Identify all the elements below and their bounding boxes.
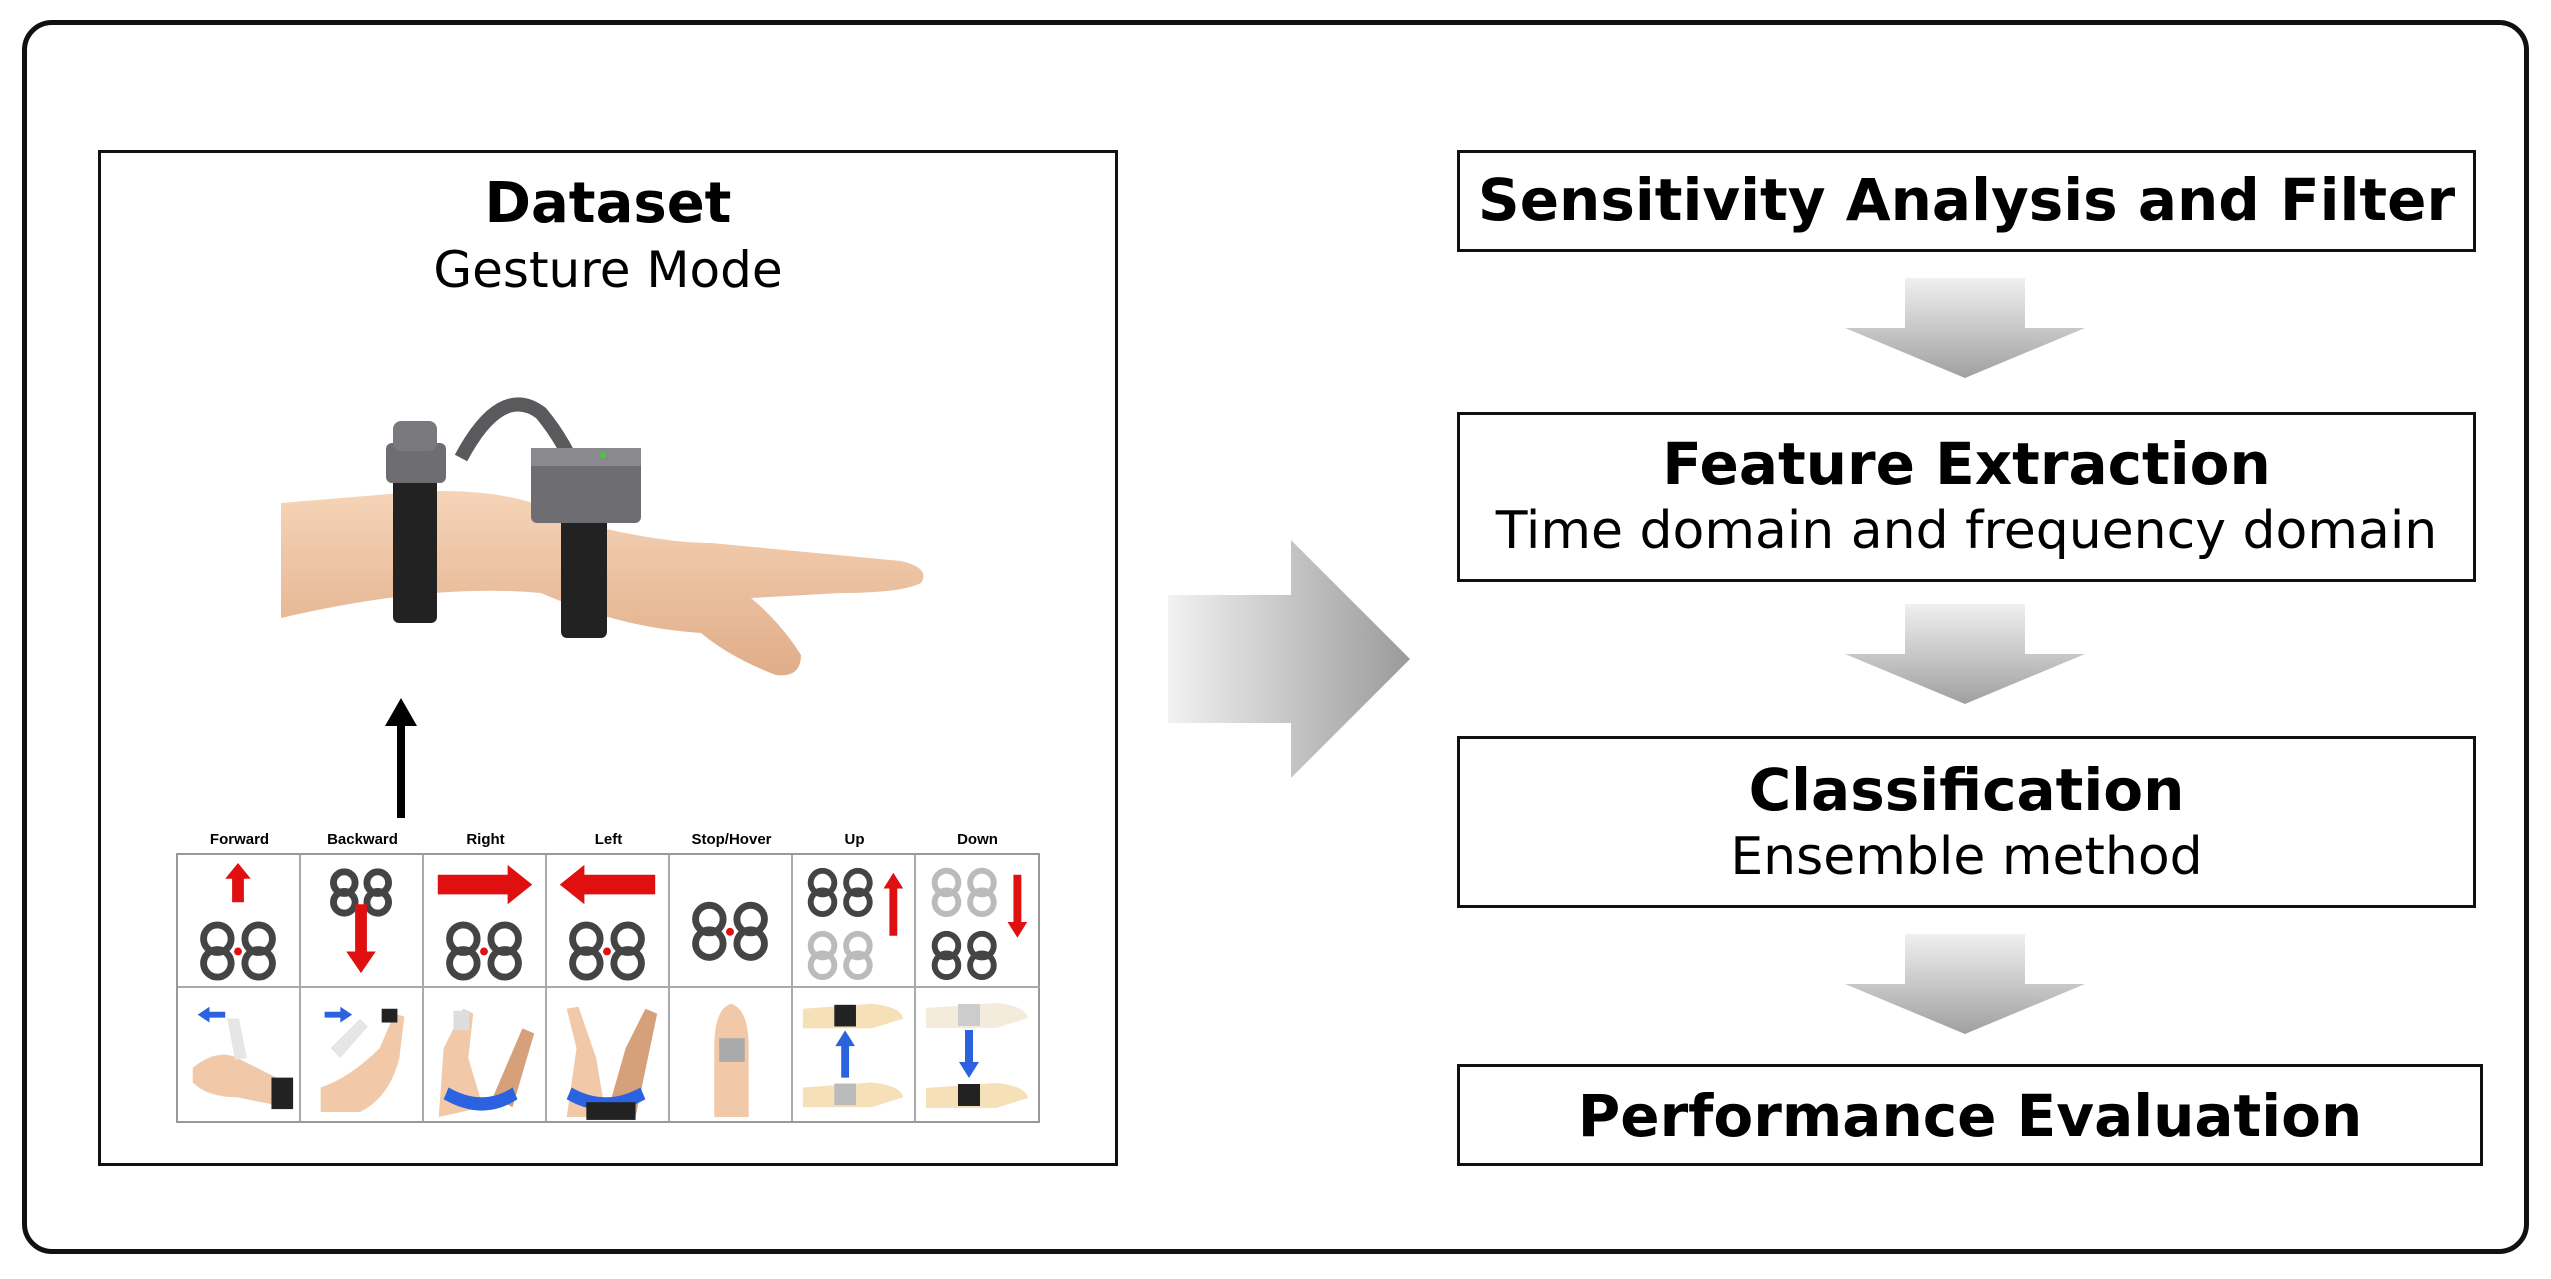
down-drone-icon — [916, 855, 1039, 988]
gesture-header-up: Up — [844, 831, 865, 848]
gesture-header-backward: Backward — [327, 831, 398, 848]
gesture-table: Forward Backward Right Left Stop/Hover U… — [176, 831, 1040, 1123]
stop-hover-drone-icon — [670, 855, 793, 988]
gesture-header-stop-hover: Stop/Hover — [691, 831, 772, 848]
right-gesture-icon — [424, 988, 547, 1121]
left-drone-icon — [547, 855, 670, 988]
step-classification: Classification Ensemble method — [1457, 736, 2476, 908]
step-feature-extraction-subtitle: Time domain and frequency domain — [1495, 501, 2438, 561]
gesture-header-down: Down — [957, 831, 998, 848]
left-gesture-icon — [547, 988, 670, 1121]
up-gesture-icon — [793, 988, 916, 1121]
step-sensitivity-analysis-title: Sensitivity Analysis and Filter — [1477, 166, 2456, 234]
step-classification-subtitle: Ensemble method — [1730, 827, 2203, 887]
step-sensitivity-analysis: Sensitivity Analysis and Filter — [1457, 150, 2476, 252]
dataset-title: Dataset — [484, 171, 732, 236]
dataset-subtitle: Gesture Mode — [433, 241, 783, 299]
step-classification-title: Classification — [1748, 756, 2185, 824]
backward-gesture-icon — [301, 988, 424, 1121]
gesture-header-right: Right — [466, 831, 505, 848]
step-performance-evaluation-title: Performance Evaluation — [1577, 1082, 2363, 1150]
up-arrow-icon — [385, 698, 417, 818]
forward-drone-icon — [178, 855, 301, 988]
flow-arrow-down-icon — [1845, 278, 2085, 378]
step-performance-evaluation: Performance Evaluation — [1457, 1064, 2483, 1166]
outer-frame — [22, 20, 2529, 1254]
backward-drone-icon — [301, 855, 424, 988]
step-feature-extraction-title: Feature Extraction — [1662, 430, 2271, 498]
gesture-header-left: Left — [594, 831, 623, 848]
right-drone-icon — [424, 855, 547, 988]
stop-hover-gesture-icon — [670, 988, 793, 1121]
dataset-panel: Dataset Gesture Mode Forward Backward Ri… — [98, 150, 1118, 1166]
wearable-hand-image — [281, 397, 924, 676]
flow-arrow-down-icon — [1845, 604, 2085, 704]
forward-gesture-icon — [178, 988, 301, 1121]
down-gesture-icon — [916, 988, 1039, 1121]
step-feature-extraction: Feature Extraction Time domain and frequ… — [1457, 412, 2476, 582]
gesture-header-forward: Forward — [209, 831, 270, 848]
flow-arrow-right-icon — [1168, 540, 1410, 778]
up-drone-icon — [793, 855, 916, 988]
flow-arrow-down-icon — [1845, 934, 2085, 1034]
